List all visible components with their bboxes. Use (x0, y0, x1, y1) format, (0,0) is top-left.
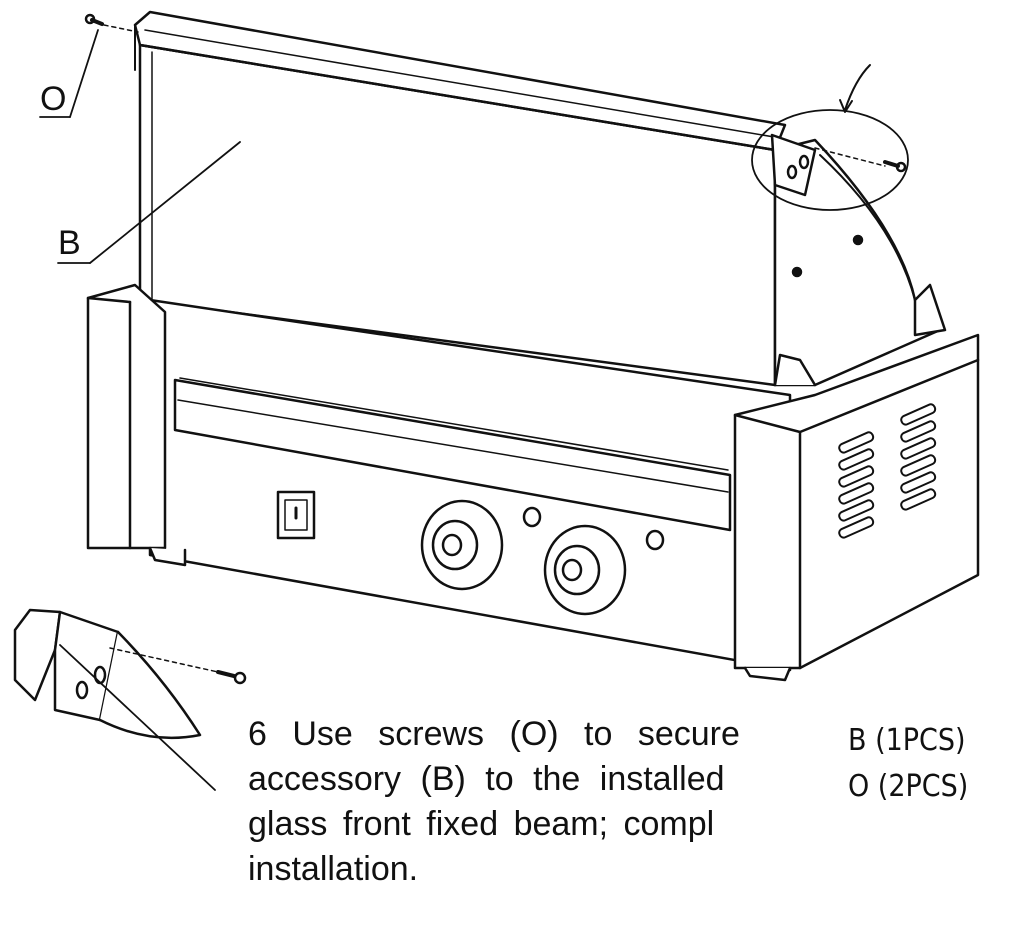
instruction-text: 6 Use screws (O) to secure accessory (B)… (248, 712, 848, 892)
detail-highlight-circle (751, 64, 909, 211)
right-end-cap (733, 333, 980, 682)
indicator-lights (522, 506, 665, 551)
bracket-hole (786, 164, 798, 180)
instruction-line: glass front fixed beam; compl (248, 805, 715, 843)
instruction-line: 6 Use screws (O) to secure (248, 715, 740, 753)
temperature-knob-left (420, 499, 504, 591)
left-end-cap (86, 283, 187, 567)
parts-list: B (1PCS) O (2PCS) (848, 718, 968, 810)
parts-list-item: O (2PCS) (848, 769, 969, 804)
screw-o-left (84, 13, 139, 33)
enlarged-bracket-detail (13, 608, 247, 791)
callout-label-b: B (58, 224, 81, 262)
power-switch (276, 490, 316, 540)
temperature-knob-right (543, 524, 627, 616)
detail-bracket-hole (75, 680, 89, 700)
instruction-line: accessory (B) to the installed (248, 760, 725, 798)
base-front-panel (148, 298, 792, 672)
panel-hole (791, 266, 803, 278)
callout-label-o: O (40, 80, 67, 118)
instruction-line: installation. (248, 850, 419, 888)
leader-o (39, 29, 99, 118)
leader-b (57, 141, 241, 264)
beam-end-bracket (770, 133, 817, 197)
panel-hole (852, 234, 864, 246)
screw-o-right (814, 147, 907, 173)
parts-list-item: B (1PCS) (848, 723, 966, 758)
vent-slots (838, 403, 937, 539)
right-side-panel (773, 138, 947, 387)
bracket-hole (798, 154, 810, 170)
